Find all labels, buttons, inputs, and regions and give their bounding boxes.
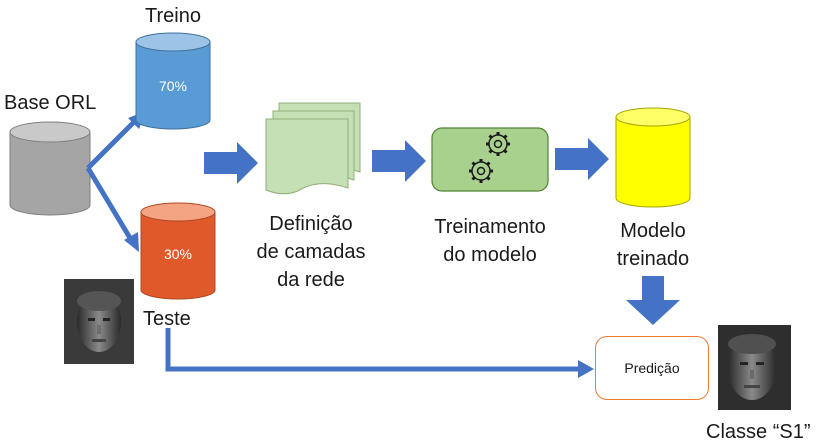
model-label-line-1: Modelo [620, 220, 686, 242]
documents-stack-icon [265, 102, 361, 195]
train-percent: 70% [158, 78, 188, 94]
flow-arrow-down [626, 276, 680, 325]
layers-label-line-2: de camadas [256, 241, 366, 263]
model-cylinder [615, 107, 691, 208]
training-box [431, 127, 549, 192]
prediction-box: Predição [595, 336, 709, 400]
class-label: Classe “S1” [706, 421, 811, 443]
gears-icon [469, 132, 510, 183]
test-face-photo [64, 279, 134, 364]
train-label: Treino [145, 5, 201, 27]
model-label-line-2: treinado [616, 248, 690, 270]
base-orl-label: Base ORL [4, 92, 97, 114]
result-face-photo [718, 325, 791, 410]
test-label: Teste [143, 308, 191, 330]
base-orl-cylinder [9, 121, 91, 216]
train-cylinder [135, 32, 211, 130]
prediction-label: Predição [624, 360, 680, 376]
split-arrows [85, 111, 146, 252]
training-label-line-1: Treinamento [434, 216, 546, 238]
flow-arrow-2 [372, 140, 426, 182]
test-to-prediction-arrow [165, 328, 594, 378]
flow-arrow-1 [204, 142, 258, 184]
test-percent: 30% [163, 246, 193, 262]
training-label-line-2: do modelo [443, 244, 537, 266]
flow-arrow-3 [555, 138, 609, 180]
layers-label-line-1: Definição [269, 213, 353, 235]
layers-label-line-3: da rede [277, 269, 345, 291]
test-cylinder [140, 202, 216, 300]
